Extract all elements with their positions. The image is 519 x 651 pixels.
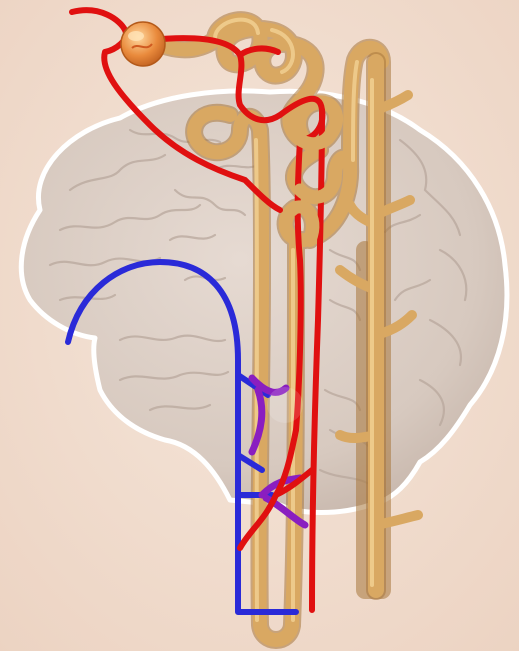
glomerulus xyxy=(121,22,165,66)
highlight-glow xyxy=(267,387,303,423)
